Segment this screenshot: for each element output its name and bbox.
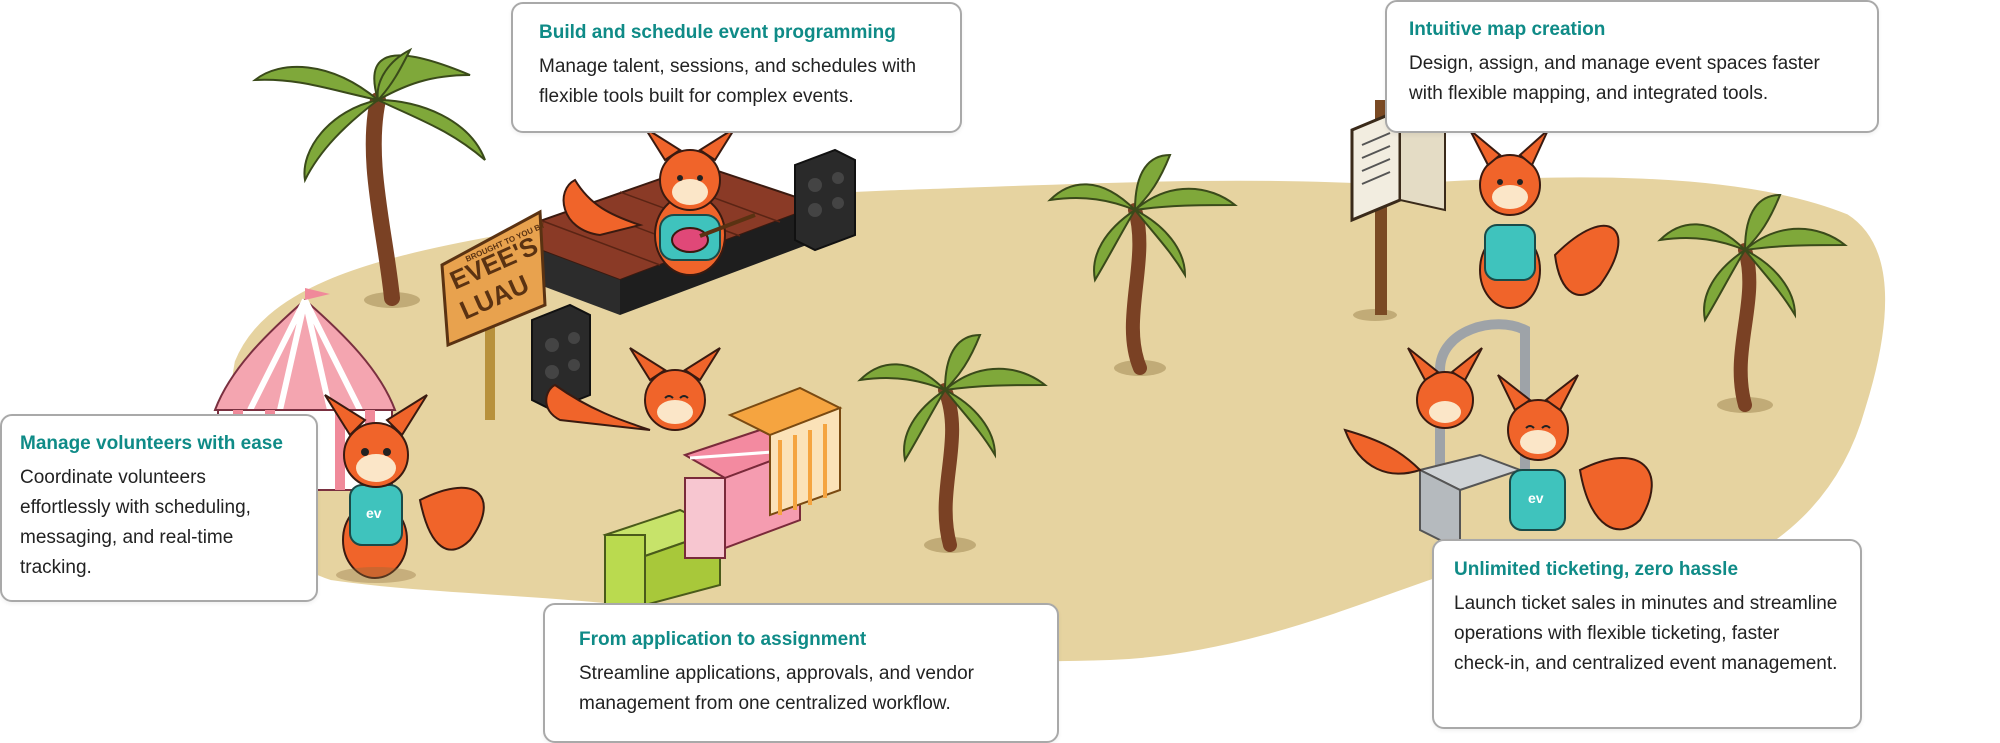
- feature-description: Coordinate volunteers effortlessly with …: [20, 467, 251, 578]
- fox-guitar-stage: [562, 127, 756, 276]
- feature-title: Intuitive map creation: [1409, 19, 1606, 40]
- feature-title: Manage volunteers with ease: [20, 433, 283, 454]
- palm-tree-right: [1657, 193, 1848, 412]
- feature-description: Design, assign, and manage event spaces …: [1409, 53, 1820, 104]
- palm-tree-lower: [857, 333, 1048, 552]
- speaker-left: [531, 303, 591, 412]
- fox-vendor: [545, 347, 721, 431]
- feature-title: From application to assignment: [579, 629, 867, 650]
- fox-volunteer: ev: [324, 394, 485, 583]
- feature-description: Manage talent, sessions, and schedules w…: [539, 56, 917, 107]
- speaker-right: [794, 148, 856, 252]
- feature-card-volunteers: Manage volunteers with ease Coordinate v…: [0, 414, 318, 602]
- shirt-logo-ticketing: ev: [1528, 490, 1544, 506]
- fox-map: [1469, 129, 1620, 309]
- palm-tree-left: [251, 47, 486, 306]
- feature-card-programming: Build and schedule event programming Man…: [511, 2, 962, 133]
- feature-title: Unlimited ticketing, zero hassle: [1454, 559, 1739, 580]
- feature-description: Streamline applications, approvals, and …: [579, 663, 975, 714]
- vendor-booths: [602, 386, 843, 607]
- fox-ticketing-pair: ev: [1343, 347, 1653, 531]
- feature-card-vendor-applications: From application to assignment Streamlin…: [543, 603, 1059, 743]
- palm-tree-center: [1047, 153, 1238, 375]
- feature-description: Launch ticket sales in minutes and strea…: [1454, 593, 1838, 674]
- map-board: [1350, 100, 1446, 315]
- feature-card-ticketing: Unlimited ticketing, zero hassle Launch …: [1432, 539, 1862, 729]
- feature-card-map-creation: Intuitive map creation Design, assign, a…: [1385, 0, 1879, 133]
- shirt-logo-volunteer: ev: [366, 505, 382, 521]
- feature-title: Build and schedule event programming: [539, 22, 896, 43]
